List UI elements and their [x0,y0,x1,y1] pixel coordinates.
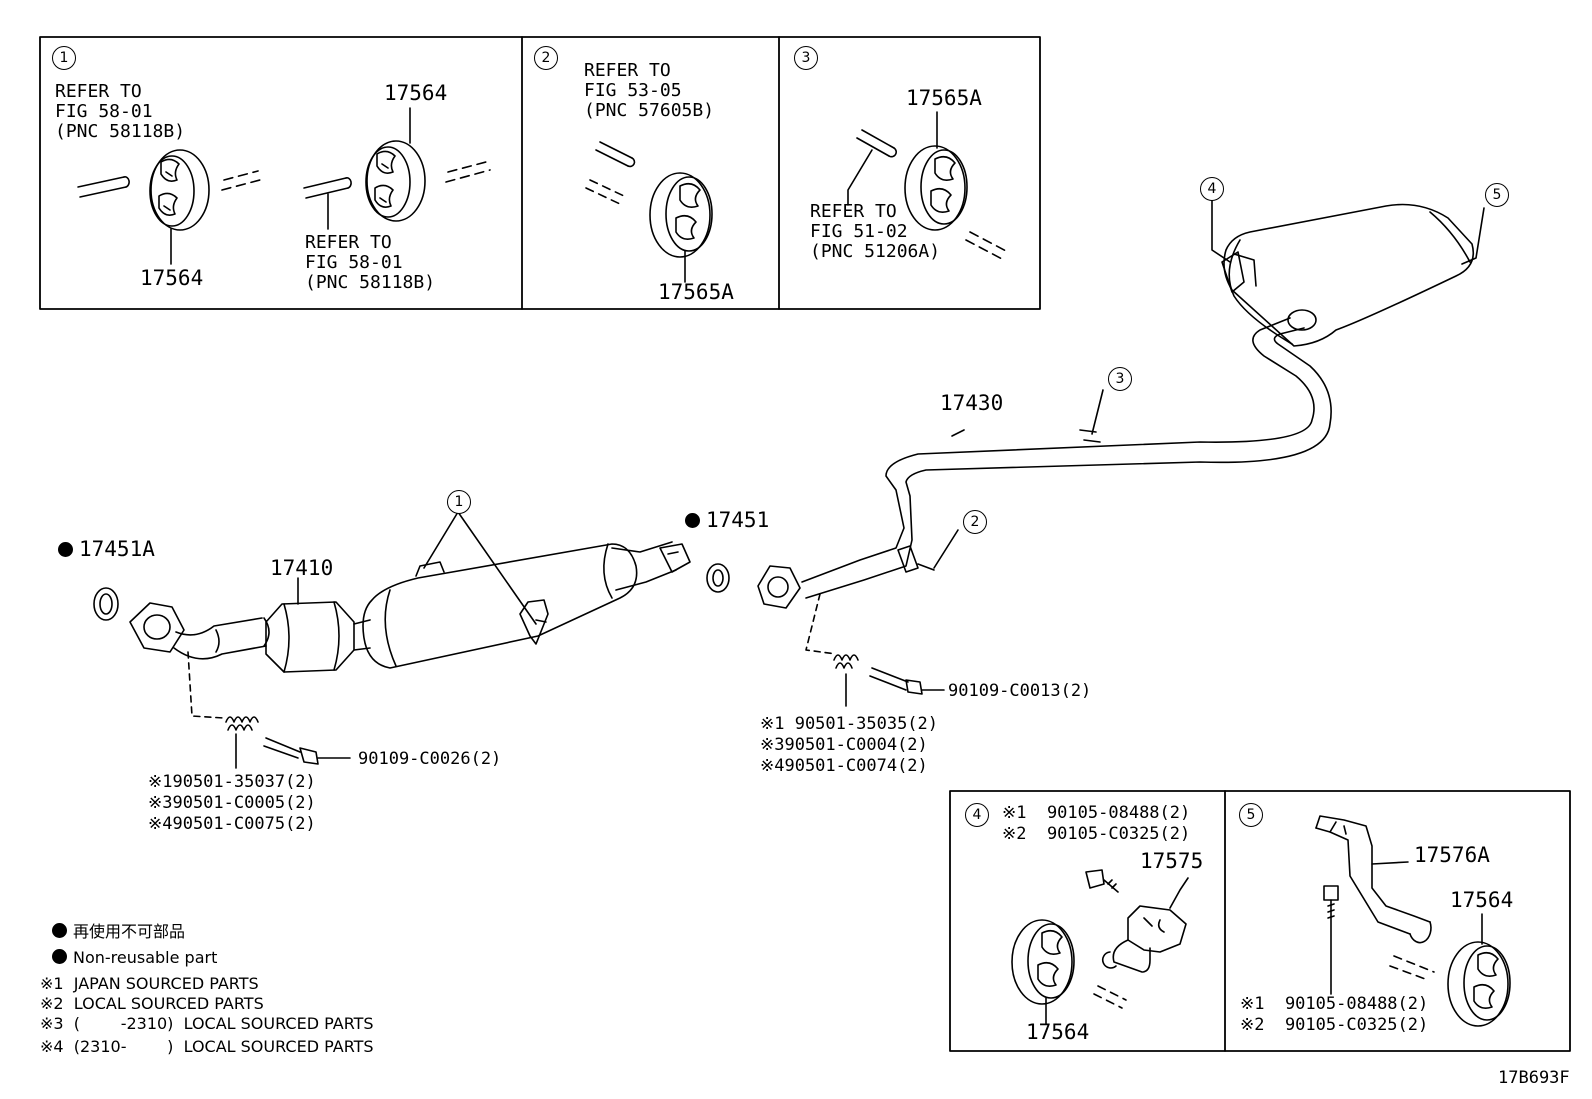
box4-number: 4 [972,807,982,823]
center-spring [833,654,859,669]
box3-number-circle: 3 [794,46,818,70]
box1-hanger-left [149,149,210,231]
box4-dashed [1093,985,1127,1009]
center-spring-dashed [805,593,837,655]
box5-dashed [1389,955,1435,981]
nonreusable-dot [685,513,700,528]
main-callout-2: 2 [963,510,987,534]
box1-right-pipe [303,177,352,199]
main-callout-2-number: 2 [970,514,980,530]
callout1-leaders [423,511,537,625]
box4-bolt [1085,869,1119,893]
nonreusable-dot [58,542,73,557]
label-front-pipe: 17410 [270,556,334,580]
box3-part: 17565A [906,86,982,110]
label-springs-center: ※1 90501-35035(2) ※390501-C0004(2) ※4905… [760,714,939,776]
box4-part-bracket: 17575 [1140,849,1204,873]
box2-number: 2 [541,50,551,66]
label-tail-pipe: 17430 [940,391,1004,415]
front-spring-dashed [187,651,225,719]
label-bolt-front: 90109-C0026(2) [358,749,502,769]
box3-number: 3 [801,50,811,66]
box5-part-bracket: 17576A [1414,843,1490,867]
main-callout-1: 1 [447,490,471,514]
box2-part: 17565A [658,280,734,304]
center-bolt [869,667,945,695]
front-spring [225,716,259,731]
box1-left-pipe [77,176,130,198]
figure-code: 17B693F [1498,1068,1570,1088]
legend-jp-text: 再使用不可部品 [73,922,186,941]
tail-pipe-assembly [757,317,1332,609]
box1-dashed-left [221,170,261,191]
legend-dot [52,949,67,964]
box3-refer: REFER TO FIG 51-02 (PNC 51206A) [810,201,941,262]
label-bolt-center: 90109-C0013(2) [948,681,1092,701]
inset-frame-bottom [949,790,1571,1052]
main-callout-4-number: 4 [1207,181,1217,197]
label-gasket-center: 17451 [685,508,769,532]
box4-bracket [1101,877,1189,973]
box5-number: 5 [1246,807,1256,823]
legend-en-text: Non-reusable part [73,948,218,967]
front-gasket [93,587,119,621]
main-callout-3-number: 3 [1115,371,1125,387]
box4-notes: ※1 90105-08488(2) ※2 90105-C0325(2) [1002,803,1191,844]
box5-notes: ※1 90105-08488(2) ※2 90105-C0325(2) [1240,994,1429,1035]
center-gasket [706,563,730,593]
callout4-leader [1211,199,1231,263]
legend-dot [52,923,67,938]
main-callout-1-number: 1 [454,494,464,510]
gasket-center-number: 17451 [706,508,770,532]
inset-frame-top [39,36,1041,310]
box1-number-circle: 1 [52,46,76,70]
label-17430-leader [951,429,965,437]
legend-note-1: ※1 JAPAN SOURCED PARTS [40,974,259,993]
box1-number: 1 [59,50,69,66]
main-callout-5-number: 5 [1492,187,1502,203]
label-gasket-front: 17451A [58,537,155,561]
label-springs-front: ※190501-35037(2) ※390501-C0005(2) ※49050… [148,772,316,834]
box5-bracket [1315,815,1432,944]
box1-part-top: 17564 [384,81,448,105]
legend-note-3: ※3 ( -2310) LOCAL SOURCED PARTS [40,1014,374,1033]
rear-muffler [1221,203,1475,347]
front-bolt [263,737,351,765]
legend-nonreusable-jp: 再使用不可部品 [52,922,185,942]
gasket-front-number: 17451A [79,537,155,561]
box5-hanger [1447,941,1511,1027]
box2-hanger [649,172,713,258]
main-callout-5: 5 [1485,183,1509,207]
box1-refer-right: REFER TO FIG 58-01 (PNC 58118B) [305,232,436,293]
main-callout-4: 4 [1200,177,1224,201]
box1-refer-left: REFER TO FIG 58-01 (PNC 58118B) [55,81,186,142]
box5-bolt [1323,885,1339,995]
box4-number-circle: 4 [965,803,989,827]
legend-nonreusable-en: Non-reusable part [52,948,217,968]
box3-leader-refer [847,149,873,206]
legend-note-2: ※2 LOCAL SOURCED PARTS [40,994,264,1013]
callout5-leader [1461,207,1485,265]
box2-pipe [585,141,636,205]
box2-number-circle: 2 [534,46,558,70]
main-callout-3: 3 [1108,367,1132,391]
box1-dashed-right [445,161,491,183]
box4-hanger [1011,919,1075,1005]
box3-hanger [904,145,968,231]
box1-part-bottom: 17564 [140,266,204,290]
box5-number-circle: 5 [1239,803,1263,827]
box2-refer: REFER TO FIG 53-05 (PNC 57605B) [584,60,715,121]
front-pipe-assembly [129,541,691,673]
callout3-leader [1091,389,1104,435]
box3-pipe [856,129,1009,261]
legend-note-4: ※4 (2310- ) LOCAL SOURCED PARTS [40,1037,374,1056]
callout2-leader [933,529,959,569]
box4-part-hanger: 17564 [1026,1020,1090,1044]
box5-part-hanger: 17564 [1450,888,1514,912]
box1-hanger-right [365,140,426,222]
